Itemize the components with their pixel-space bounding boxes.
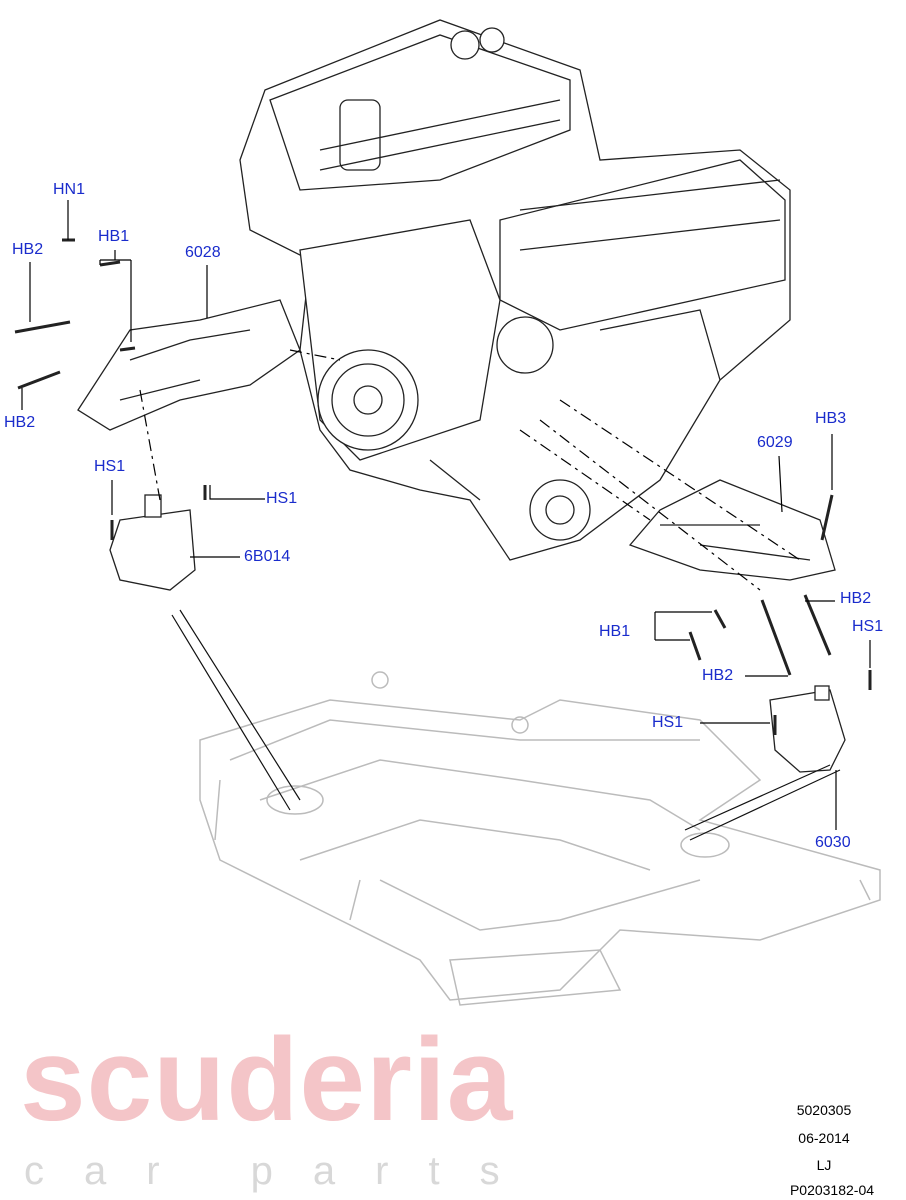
mount-6b014 xyxy=(109,509,196,591)
illustration-number: P0203182-04 xyxy=(789,1182,875,1198)
callout-hb2[interactable]: HB2 xyxy=(12,241,44,258)
callout-hb2[interactable]: HB2 xyxy=(702,667,734,684)
callout-6b014[interactable]: 6B014 xyxy=(244,548,291,565)
subframe-drawing xyxy=(199,671,881,1006)
callout-hs1[interactable]: HS1 xyxy=(266,490,298,507)
callout-hs1[interactable]: HS1 xyxy=(94,458,126,475)
callout-hb1[interactable]: HB1 xyxy=(599,623,631,640)
callout-hb2[interactable]: HB2 xyxy=(840,590,872,607)
callout-hb1[interactable]: HB1 xyxy=(98,228,130,245)
callout-hs1[interactable]: HS1 xyxy=(852,618,884,635)
watermark-subtitle: car parts xyxy=(24,1149,540,1193)
reference-code: 5020305 xyxy=(796,1102,852,1118)
engine-drawing xyxy=(239,19,791,561)
reference-initials: LJ xyxy=(816,1157,832,1173)
bracket-6029 xyxy=(628,479,836,581)
reference-date: 06-2014 xyxy=(798,1130,850,1146)
callout-6030[interactable]: 6030 xyxy=(815,834,851,851)
leader-lines xyxy=(21,200,871,841)
callout-hs1[interactable]: HS1 xyxy=(652,714,684,731)
callout-6029[interactable]: 6029 xyxy=(757,434,793,451)
callout-6028[interactable]: 6028 xyxy=(185,244,221,261)
callout-hn1[interactable]: HN1 xyxy=(53,181,86,198)
callout-hb3[interactable]: HB3 xyxy=(815,410,847,427)
mount-6030 xyxy=(769,689,846,773)
watermark-logo: scuderia xyxy=(20,1014,514,1146)
callout-hb2[interactable]: HB2 xyxy=(4,414,36,431)
bracket-6028 xyxy=(77,299,301,431)
